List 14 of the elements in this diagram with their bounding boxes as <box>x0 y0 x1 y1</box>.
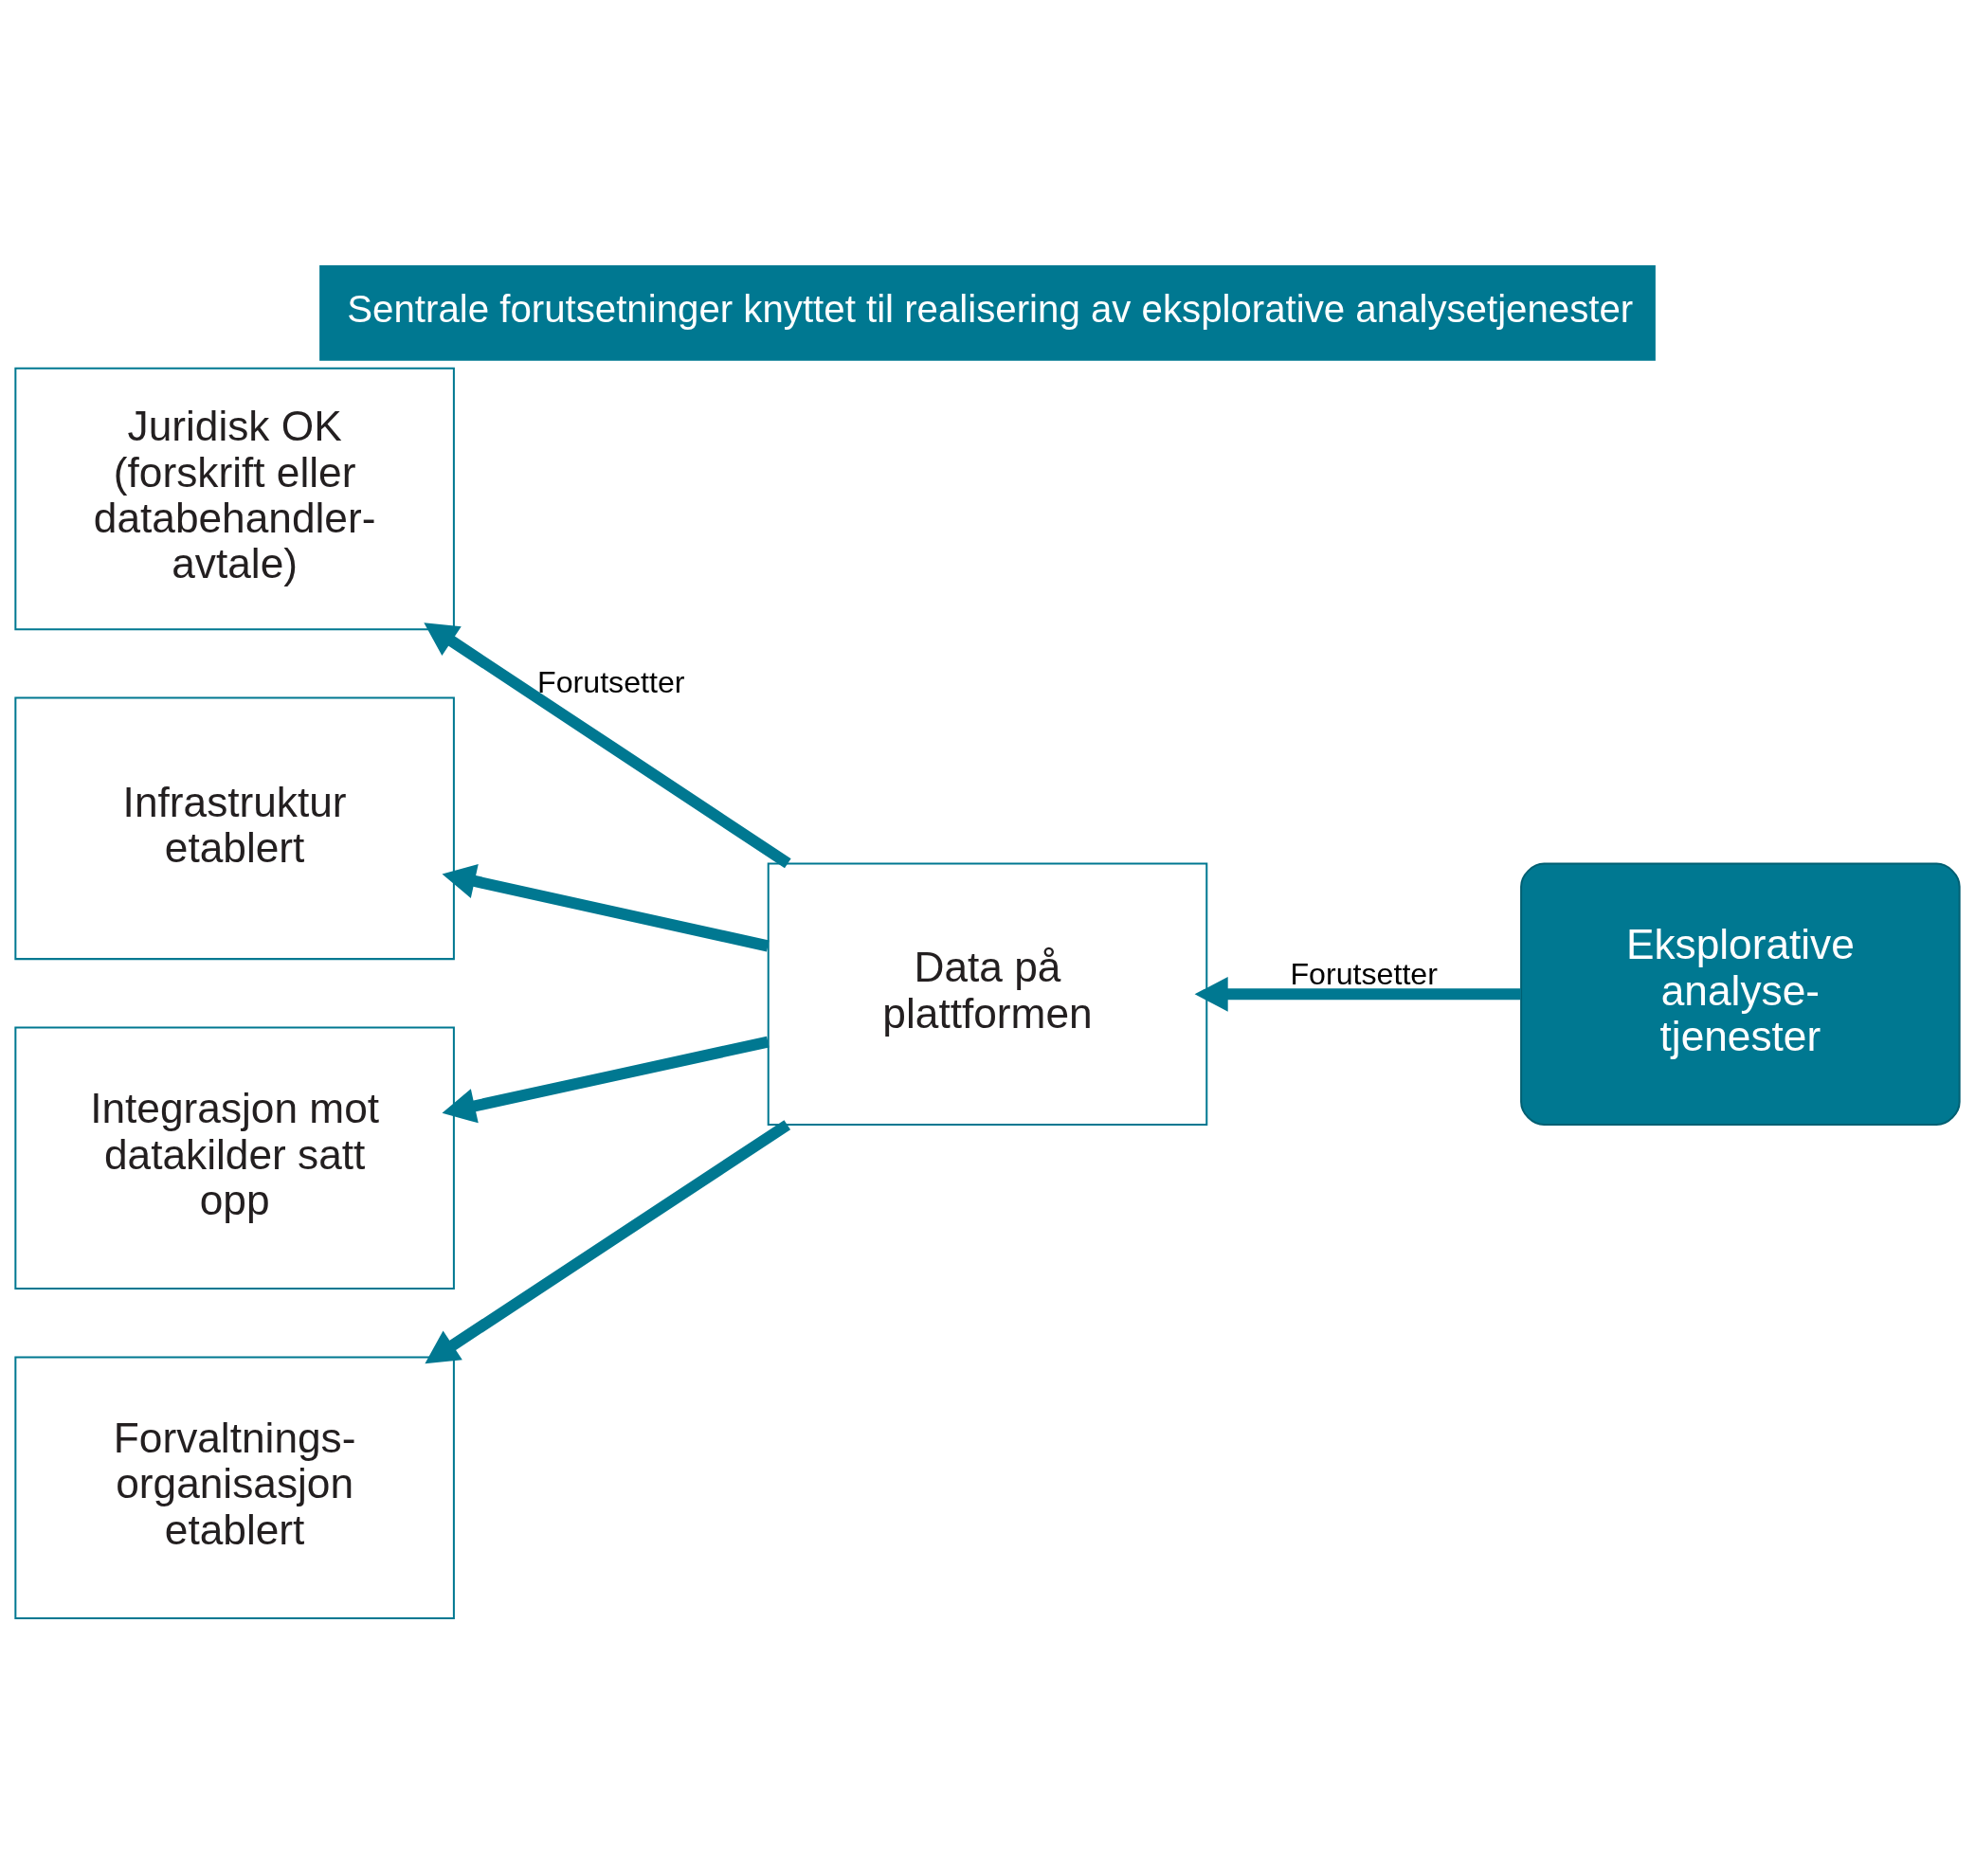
diagram-title: Sentrale forutsetninger knyttet til realisering av eksplorative analysetjenester <box>347 288 1634 332</box>
arrow <box>1194 976 1521 1012</box>
arrow <box>442 864 770 952</box>
node-box: Data på plattformen <box>767 862 1208 1127</box>
arrow <box>425 1120 791 1364</box>
arrow <box>442 1036 770 1124</box>
edge-label: Forutsetter <box>537 665 685 700</box>
arrow <box>424 622 791 869</box>
node-box: Infrastruktur etablert <box>14 696 455 961</box>
node-box: Juridisk OK (forskrift eller databehandler- avtale) <box>14 367 455 631</box>
node-box: Eksplorative analyse- tjenester <box>1520 862 1961 1127</box>
edge-label: Forutsetter <box>1290 956 1438 991</box>
node-box: Forvaltnings- organisasjon etablert <box>14 1356 455 1619</box>
node-box: Integrasjon mot datakilder satt opp <box>14 1026 455 1290</box>
